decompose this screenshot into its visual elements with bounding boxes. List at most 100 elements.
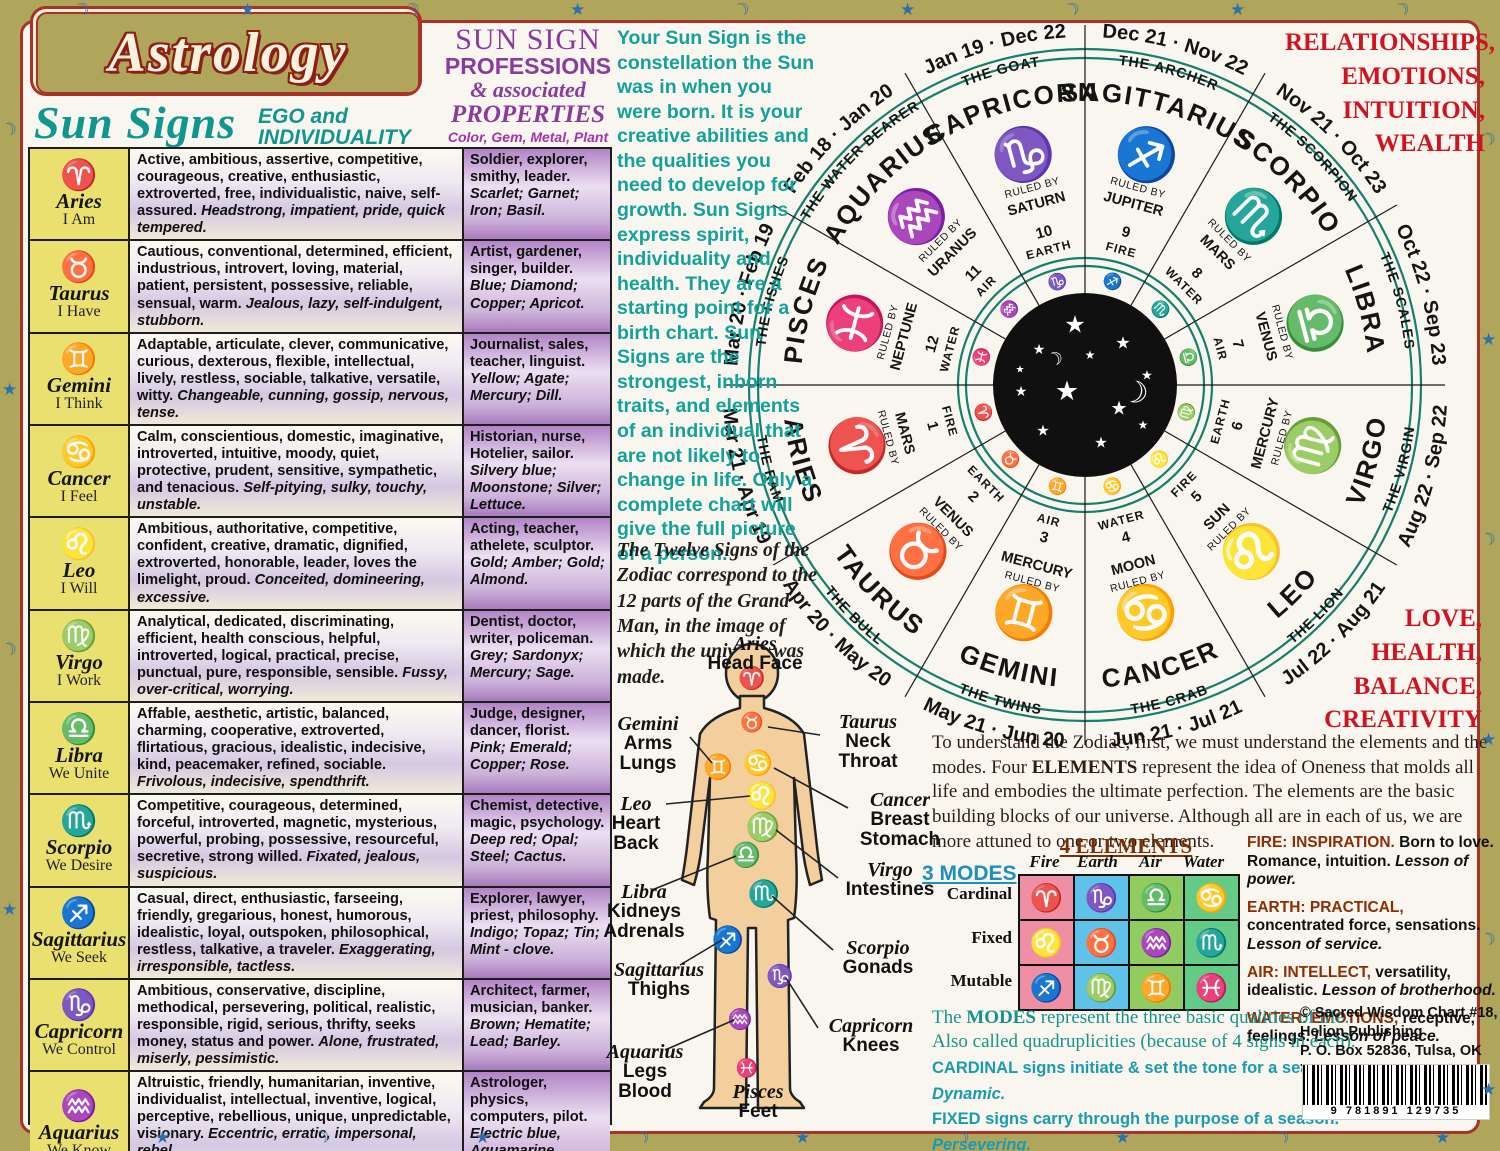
sign-name: Cancer bbox=[47, 465, 111, 490]
body-label-connector bbox=[664, 1019, 735, 1051]
mode-definition-line: CARDINAL signs initiate & set the tone f… bbox=[932, 1056, 1402, 1107]
element-description-head: WATER: EMOTIONS, bbox=[1247, 1009, 1399, 1027]
body-map-sign-name: Aquarius bbox=[606, 1041, 684, 1063]
body-map-part-name: Legs bbox=[622, 1061, 668, 1083]
wheel-element-glyph-icon: ♏ bbox=[1147, 296, 1175, 324]
mode-keyword: Dynamic. bbox=[932, 1084, 1006, 1103]
wheel-house-number: 6 bbox=[1228, 420, 1247, 432]
grid-sign-glyph: ♊ bbox=[1128, 964, 1185, 1011]
body-zodiac-glyph-icon: ♎ bbox=[731, 841, 761, 869]
element-column-header: Air bbox=[1139, 852, 1162, 871]
element-description-body: receptive, feelings. bbox=[1247, 1009, 1475, 1046]
zodiac-glyph-icon: ♈ bbox=[60, 158, 98, 192]
grid-sign-glyph: ♏ bbox=[1183, 919, 1240, 966]
professions-text: Judge, designer, dancer, florist. bbox=[470, 705, 586, 739]
star-icon: ★ bbox=[2, 380, 18, 399]
body-zodiac-glyph-icon: ♌ bbox=[746, 781, 778, 811]
text-segment: represent the idea of Oneness that molds… bbox=[932, 756, 1474, 852]
zodiac-glyph-icon: ♌ bbox=[60, 527, 98, 561]
body-label-connector bbox=[679, 939, 723, 966]
wheel-sector-line bbox=[1164, 430, 1398, 566]
wheel-element-glyph-icon: ♊ bbox=[1046, 475, 1070, 499]
star-icon: ★ bbox=[1015, 383, 1028, 399]
body-map-part-name: Thighs bbox=[627, 979, 691, 1001]
sign-traits-cell: Casual, direct, enthusiastic, farseeing,… bbox=[130, 887, 464, 978]
negative-traits-text: Fussy, over-critical, worrying. bbox=[137, 664, 448, 698]
negative-traits-text: Eccentric, erratic, impersonal, rebel. bbox=[137, 1126, 417, 1151]
professions-header: SUN SIGN PROFESSIONS & associated PROPER… bbox=[444, 23, 612, 145]
star-icon: ★ bbox=[1481, 730, 1497, 749]
star-icon: ★ bbox=[1016, 365, 1025, 376]
wheel-element-glyph-icon: ♍ bbox=[1175, 400, 1199, 424]
element-description-lesson: Lesson of brotherhood. bbox=[1321, 982, 1496, 1000]
properties-text: Grey; Sardonyx; Mercury; Sage. bbox=[470, 647, 584, 681]
professions-text: Artist, gardener, singer, builder. bbox=[470, 244, 582, 278]
body-map-sign-name: Gemini bbox=[617, 713, 679, 735]
professions-text: Astrologer, physics, computers, pilot. bbox=[470, 1075, 588, 1126]
traits-text: Calm, conscientious, domestic, imaginati… bbox=[137, 428, 444, 497]
zodiac-glyph-icon: ♒ bbox=[60, 1090, 98, 1124]
text-segment: represent the three basic qualities of l… bbox=[932, 1007, 1356, 1052]
grid-sign-glyph: ♑ bbox=[1073, 874, 1130, 921]
wheel-element-glyph-icon: ♈ bbox=[972, 400, 996, 424]
negative-traits-text: Frivolous, indecisive, spendthrift. bbox=[137, 774, 370, 791]
zodiac-glyph-icon: ♎ bbox=[60, 712, 98, 746]
wheel-element-glyph-icon: ♑ bbox=[1045, 270, 1069, 294]
wheel-sector-line bbox=[904, 464, 1040, 698]
star-icon: ★ bbox=[1085, 348, 1096, 362]
element-description-lesson: Lesson of service. bbox=[1247, 935, 1383, 953]
wheel-sector-line bbox=[1130, 72, 1266, 306]
sign-traits-cell: Ambitious, conservative, discipline, met… bbox=[130, 979, 464, 1071]
wheel-sector-line bbox=[772, 204, 1006, 340]
star-icon: ★ bbox=[1230, 0, 1246, 19]
body-zodiac-glyph-icon: ♐ bbox=[712, 925, 744, 955]
body-map-part-name: Intestines bbox=[845, 879, 935, 901]
body-map-part-name: Neck bbox=[845, 731, 891, 753]
intro-text: Your Sun Sign is the constellation the S… bbox=[617, 27, 815, 565]
wheel-center-night-sky bbox=[993, 293, 1177, 477]
wheel-element-glyph-icon: ♐ bbox=[1101, 270, 1125, 294]
body-map-sign-name: Capricorn bbox=[828, 1015, 914, 1037]
wheel-sector-line bbox=[904, 72, 1040, 306]
star-icon: ★ bbox=[1115, 334, 1130, 353]
sign-traits-cell: Cautious, conventional, determined, effi… bbox=[130, 241, 464, 332]
body-map-part-name: Throat bbox=[838, 750, 898, 772]
body-map-part-name: Head Face bbox=[707, 653, 803, 675]
body-label-connector bbox=[773, 767, 849, 809]
sign-name: Leo bbox=[62, 557, 96, 582]
star-icon: ★ bbox=[1064, 312, 1086, 339]
moon-icon: ☽ bbox=[0, 117, 20, 142]
mode-definition-line: FIXED signs carry through the purpose of… bbox=[932, 1107, 1402, 1151]
star-icon: ★ bbox=[2, 900, 18, 919]
traits-text: Cautious, conventional, determined, effi… bbox=[137, 244, 453, 312]
star-icon: ★ bbox=[475, 1128, 491, 1147]
element-column-header: Fire bbox=[1029, 852, 1060, 871]
star-icon: ★ bbox=[240, 0, 256, 19]
grid-sign-glyph: ♎ bbox=[1128, 874, 1185, 921]
body-zodiac-glyph-icon: ♏ bbox=[748, 879, 780, 909]
body-zodiac-glyph-icon: ♒ bbox=[728, 1007, 753, 1031]
grid-sign-glyph: ♍ bbox=[1073, 964, 1130, 1011]
sign-professions-cell: Dentist, doctor, writer, policeman. Grey… bbox=[464, 610, 610, 701]
wheel-element-glyph-icon: ♎ bbox=[1177, 345, 1201, 369]
traits-text: Analytical, dedicated, discriminating, e… bbox=[137, 613, 403, 681]
body-map-sign-name: Taurus bbox=[838, 711, 898, 733]
body-map-sign-name: Pisces bbox=[732, 1081, 784, 1103]
body-map-sign-name: Cancer bbox=[870, 789, 930, 811]
zodiac-glyph-icon: ♉ bbox=[60, 250, 98, 284]
sign-name: Scorpio bbox=[45, 834, 113, 859]
professions-text: Explorer, lawyer, priest, philosophy. bbox=[470, 890, 599, 924]
negative-traits-text: Fixated, jealous, suspicious. bbox=[137, 849, 421, 883]
sign-motto: We Unite bbox=[48, 764, 110, 782]
sign-professions-cell: Artist, gardener, singer, builder. Blue;… bbox=[464, 241, 610, 332]
body-label-connector bbox=[651, 855, 737, 891]
